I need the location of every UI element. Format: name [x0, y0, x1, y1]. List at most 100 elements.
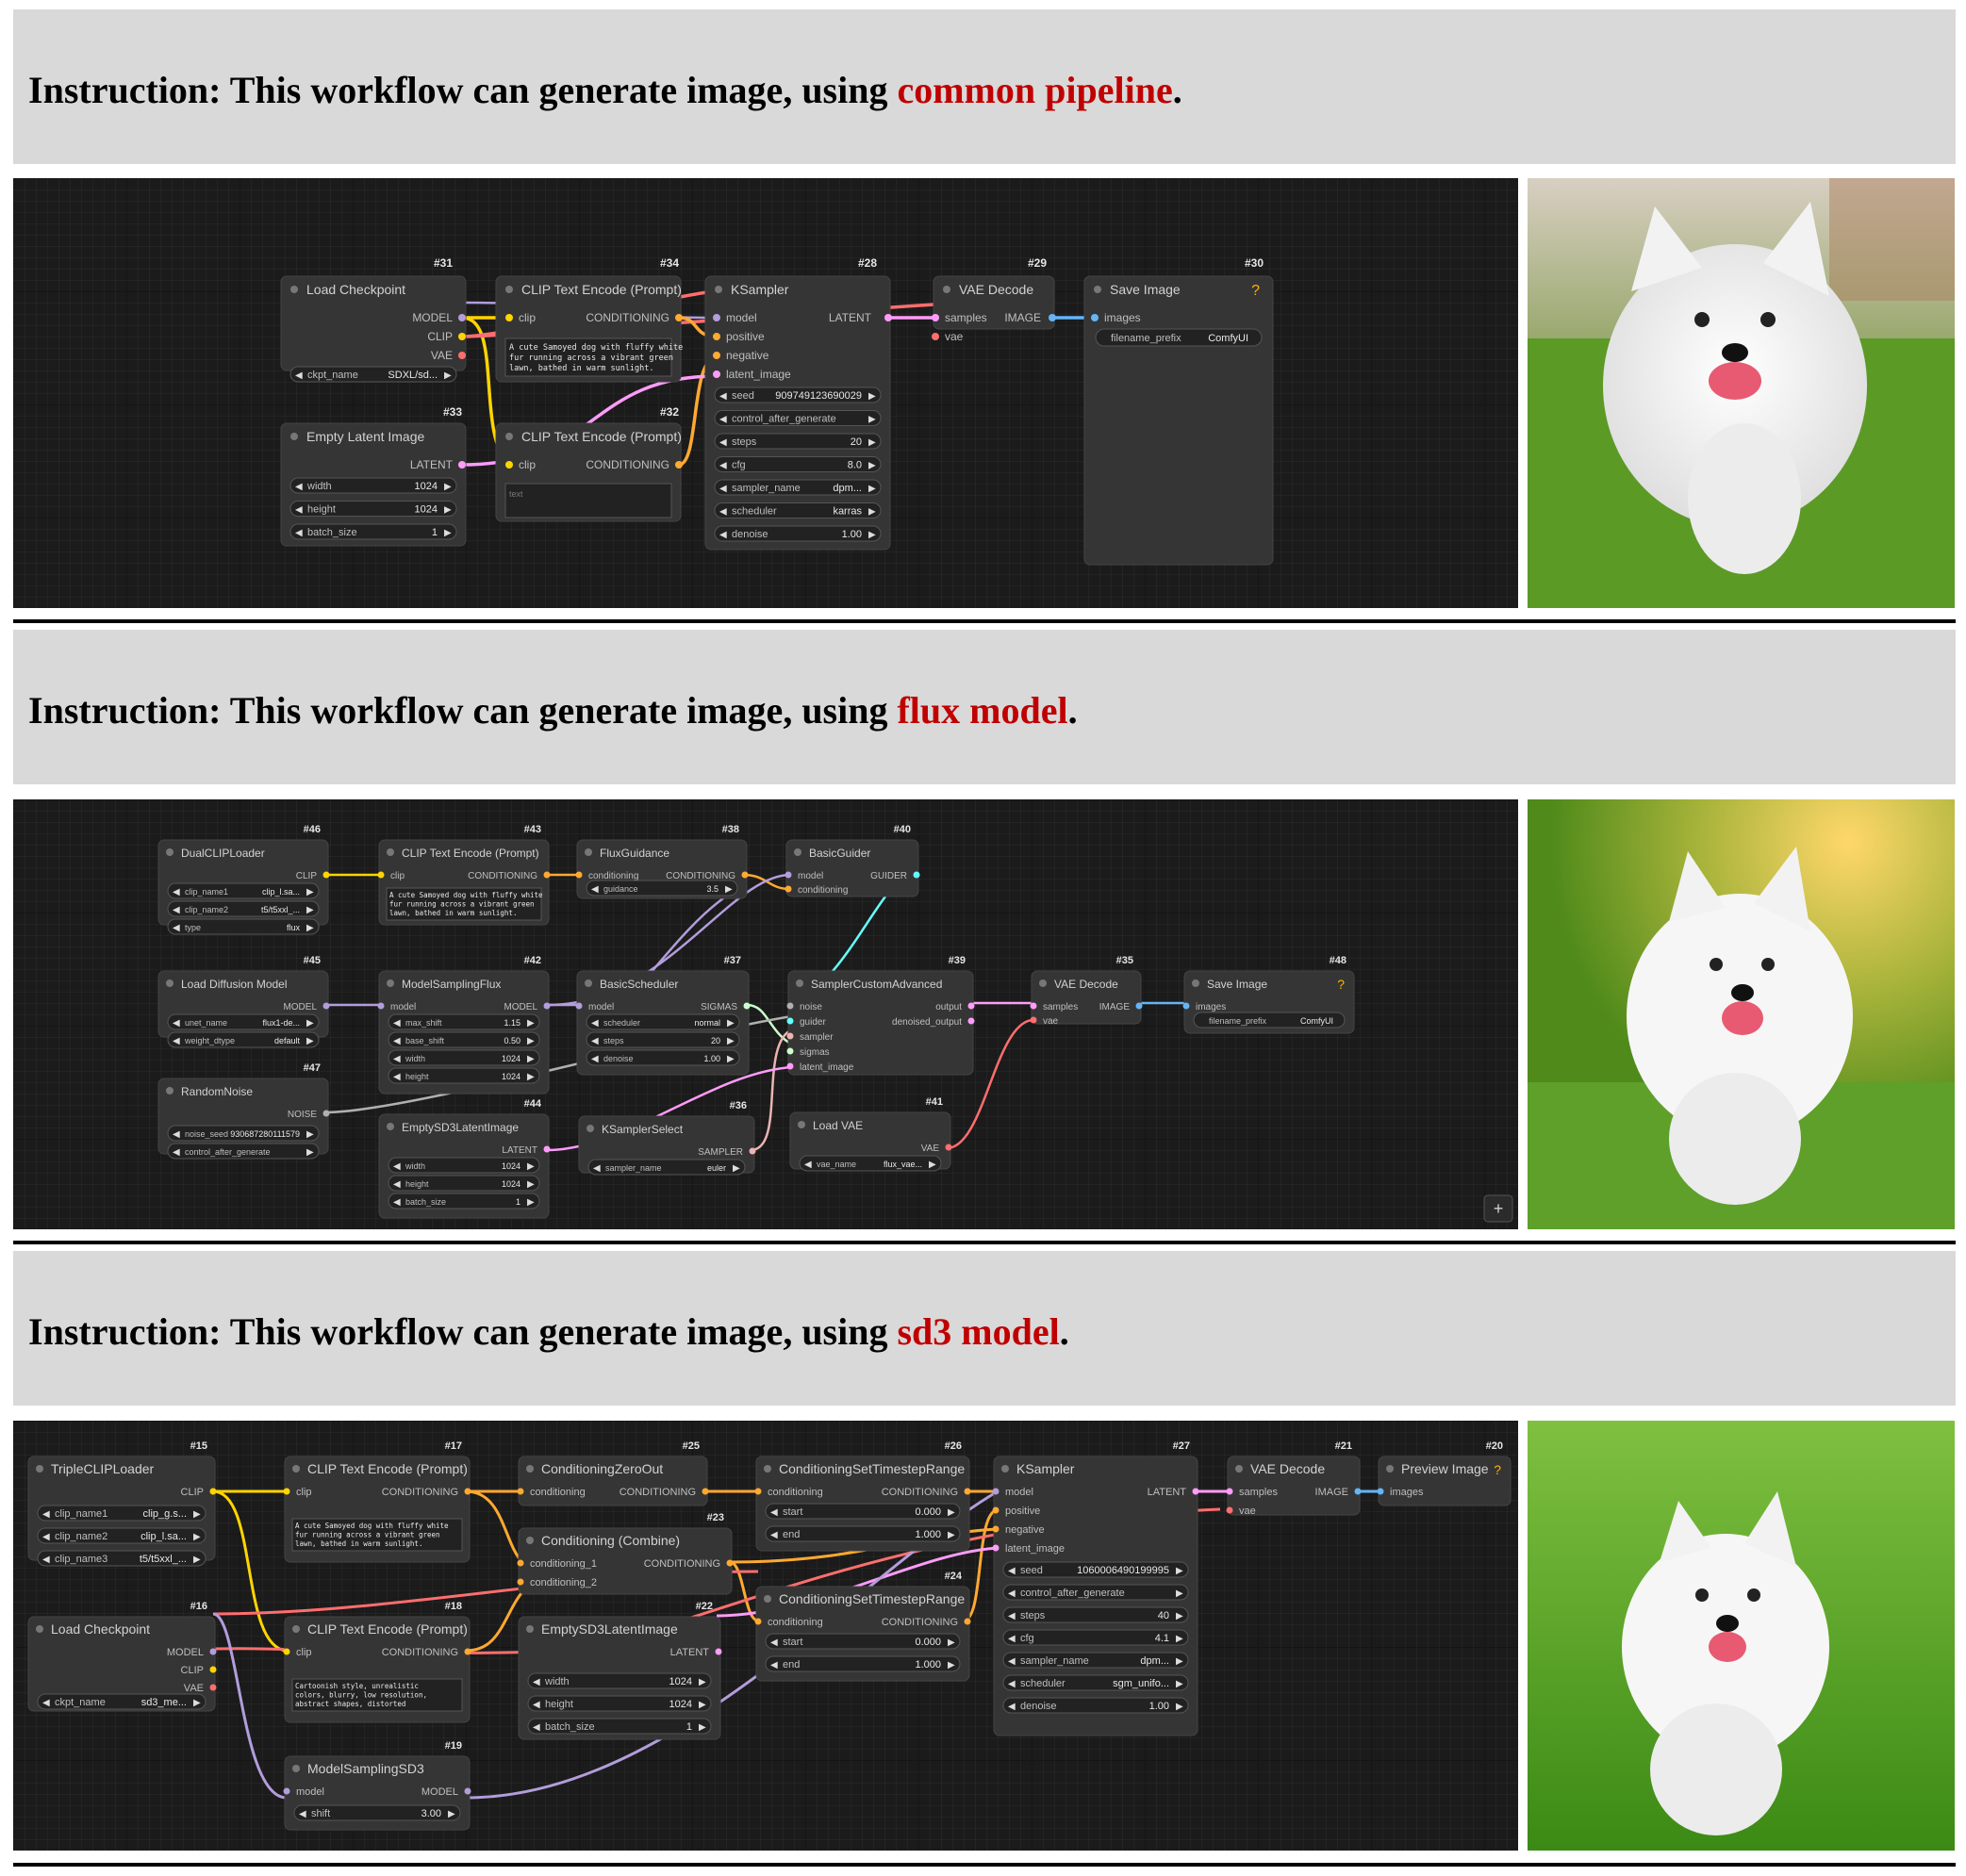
decrement-arrow-icon[interactable]: ◀: [173, 905, 180, 915]
decrement-arrow-icon[interactable]: ◀: [719, 437, 727, 448]
decrement-arrow-icon[interactable]: ◀: [719, 530, 727, 540]
decrement-arrow-icon[interactable]: ◀: [295, 370, 303, 381]
output-slot[interactable]: [1354, 1488, 1362, 1495]
input-slot[interactable]: [1182, 1002, 1190, 1010]
increment-arrow-icon[interactable]: ▶: [193, 1509, 201, 1520]
increment-arrow-icon[interactable]: ▶: [193, 1555, 201, 1565]
input-slot[interactable]: [283, 1787, 290, 1795]
increment-arrow-icon[interactable]: ▶: [306, 1129, 314, 1140]
increment-arrow-icon[interactable]: ▶: [193, 1698, 201, 1708]
prompt-textarea[interactable]: [386, 887, 542, 921]
decrement-arrow-icon[interactable]: ◀: [393, 1161, 401, 1172]
increment-arrow-icon[interactable]: ▶: [1176, 1611, 1183, 1621]
decrement-arrow-icon[interactable]: ◀: [393, 1179, 401, 1190]
increment-arrow-icon[interactable]: ▶: [193, 1532, 201, 1542]
prompt-textarea[interactable]: [291, 1678, 463, 1712]
collapse-dot-icon[interactable]: [387, 979, 394, 987]
output-slot[interactable]: [464, 1787, 471, 1795]
collapse-dot-icon[interactable]: [796, 979, 803, 987]
node-sampler-custom-advanced[interactable]: SamplerCustomAdvanced#39noiseguidersampl…: [786, 955, 975, 1076]
output-slot[interactable]: [967, 1017, 975, 1025]
collapse-dot-icon[interactable]: [526, 1625, 534, 1633]
output-slot[interactable]: [322, 1002, 330, 1010]
input-slot[interactable]: [517, 1488, 524, 1495]
increment-arrow-icon[interactable]: ▶: [1176, 1588, 1183, 1599]
input-slot[interactable]: [786, 1047, 794, 1055]
output-slot[interactable]: [209, 1648, 217, 1655]
node-load-checkpoint[interactable]: Load Checkpoint#16MODELCLIPVAE◀▶ckpt_nam…: [27, 1601, 217, 1712]
input-slot[interactable]: [1226, 1506, 1233, 1514]
collapse-dot-icon[interactable]: [387, 1123, 394, 1130]
node-ksampler[interactable]: KSampler#27modelpositivenegativelatent_i…: [992, 1440, 1199, 1736]
decrement-arrow-icon[interactable]: ◀: [1008, 1634, 1016, 1644]
input-slot[interactable]: [377, 1002, 385, 1010]
decrement-arrow-icon[interactable]: ◀: [591, 884, 599, 895]
increment-arrow-icon[interactable]: ▶: [868, 484, 876, 494]
output-slot[interactable]: [209, 1488, 217, 1495]
increment-arrow-icon[interactable]: ▶: [444, 505, 452, 516]
node-conditioning-combine[interactable]: Conditioning (Combine)#23conditioning_1c…: [517, 1512, 734, 1595]
collapse-dot-icon[interactable]: [36, 1625, 43, 1633]
increment-arrow-icon[interactable]: ▶: [727, 1018, 735, 1029]
collapse-dot-icon[interactable]: [585, 848, 592, 856]
increment-arrow-icon[interactable]: ▶: [306, 1018, 314, 1029]
input-slot[interactable]: [786, 1002, 794, 1010]
collapse-dot-icon[interactable]: [1235, 1465, 1243, 1473]
increment-arrow-icon[interactable]: ▶: [527, 1179, 535, 1190]
output-slot[interactable]: [464, 1648, 471, 1655]
add-node-button[interactable]: +: [1483, 1194, 1513, 1223]
increment-arrow-icon[interactable]: ▶: [444, 370, 452, 381]
decrement-arrow-icon[interactable]: ◀: [1008, 1588, 1016, 1599]
decrement-arrow-icon[interactable]: ◀: [173, 1036, 180, 1046]
collapse-dot-icon[interactable]: [36, 1465, 43, 1473]
output-slot[interactable]: [543, 871, 551, 879]
decrement-arrow-icon[interactable]: ◀: [1008, 1566, 1016, 1576]
collapse-dot-icon[interactable]: [1001, 1465, 1009, 1473]
increment-arrow-icon[interactable]: ▶: [948, 1530, 955, 1540]
input-slot[interactable]: [992, 1525, 1000, 1533]
input-slot[interactable]: [786, 1062, 794, 1070]
collapse-dot-icon[interactable]: [526, 1537, 534, 1544]
widget[interactable]: ◀▶control_after_generate: [714, 410, 882, 426]
increment-arrow-icon[interactable]: ▶: [444, 528, 452, 538]
output-slot[interactable]: [702, 1488, 709, 1495]
collapse-dot-icon[interactable]: [166, 848, 173, 856]
decrement-arrow-icon[interactable]: ◀: [719, 484, 727, 494]
output-slot[interactable]: [967, 1002, 975, 1010]
decrement-arrow-icon[interactable]: ◀: [173, 1129, 180, 1140]
decrement-arrow-icon[interactable]: ◀: [393, 1036, 401, 1046]
increment-arrow-icon[interactable]: ▶: [868, 415, 876, 425]
input-slot[interactable]: [377, 871, 385, 879]
increment-arrow-icon[interactable]: ▶: [306, 905, 314, 915]
output-slot[interactable]: [464, 1488, 471, 1495]
increment-arrow-icon[interactable]: ▶: [1176, 1656, 1183, 1667]
input-slot[interactable]: [517, 1578, 524, 1586]
increment-arrow-icon[interactable]: ▶: [306, 1036, 314, 1046]
